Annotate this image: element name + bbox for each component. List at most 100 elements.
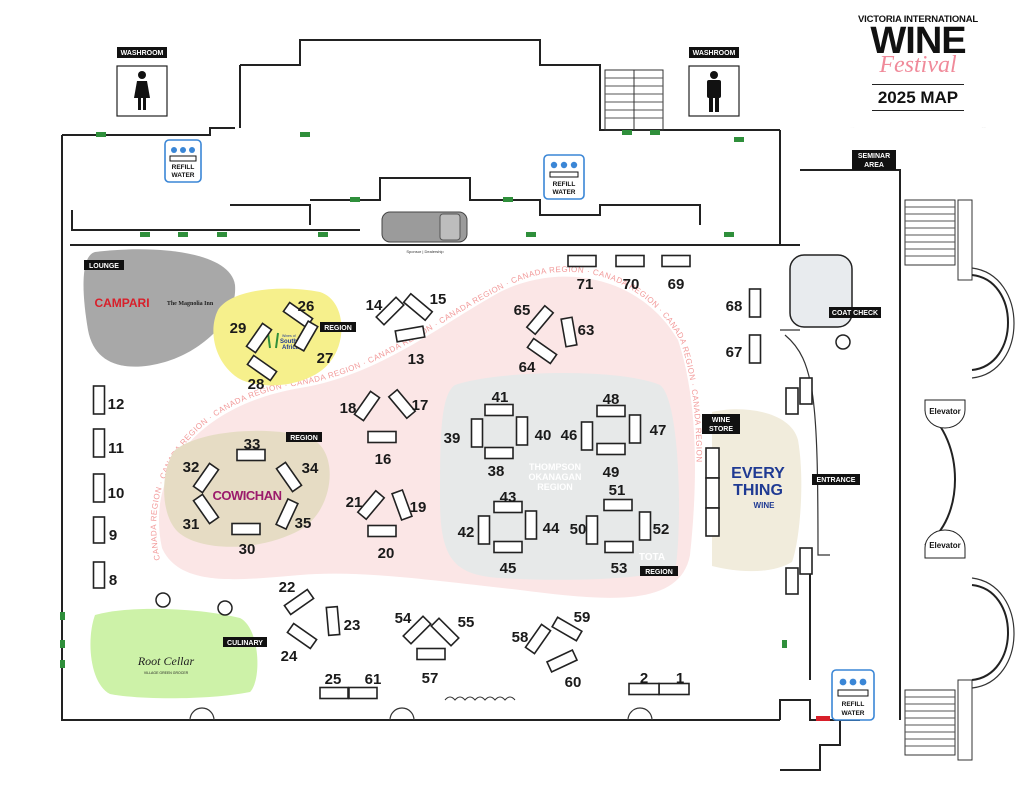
table-shape[interactable]	[367, 524, 397, 538]
vendor-table-53[interactable]: 53	[604, 540, 634, 578]
table-shape[interactable]	[356, 489, 386, 521]
table-shape[interactable]	[585, 515, 599, 545]
table-shape[interactable]	[92, 561, 106, 589]
vendor-table-38[interactable]: 38	[484, 446, 514, 481]
vendor-table-69[interactable]: 69	[661, 254, 691, 294]
vendor-table-22[interactable]: 22	[279, 579, 315, 616]
table-shape[interactable]	[353, 390, 381, 422]
vendor-table-40[interactable]: 40	[515, 416, 552, 446]
vendor-table-48[interactable]: 48	[596, 391, 626, 418]
vendor-table-54[interactable]: 54	[395, 610, 432, 645]
table-shape[interactable]	[325, 605, 341, 637]
table-shape[interactable]	[416, 647, 446, 661]
vendor-table-17[interactable]: 17	[387, 388, 429, 420]
vendor-table-35[interactable]: 35	[275, 497, 311, 532]
vendor-table-44[interactable]: 44	[524, 510, 560, 540]
vendor-table-31[interactable]: 31	[183, 493, 220, 533]
vendor-table-24[interactable]: 24	[281, 622, 318, 665]
vendor-table-41[interactable]: 41	[484, 389, 514, 417]
table-shape[interactable]	[560, 316, 578, 348]
table-shape[interactable]	[524, 623, 552, 655]
table-shape[interactable]	[402, 615, 432, 645]
table-shape[interactable]	[367, 430, 397, 444]
table-shape[interactable]	[92, 385, 106, 415]
vendor-table-11[interactable]: 11	[92, 428, 124, 458]
table-shape[interactable]	[283, 588, 315, 616]
vendor-table-34[interactable]: 34	[275, 460, 319, 493]
vendor-table-13[interactable]: 13	[394, 325, 426, 368]
table-shape[interactable]	[387, 388, 417, 420]
vendor-table-64[interactable]: 64	[519, 337, 558, 376]
vendor-table-9[interactable]: 9	[92, 516, 118, 544]
vendor-table-23[interactable]: 23	[325, 605, 360, 637]
vendor-table-8[interactable]: 8	[92, 561, 118, 589]
table-shape[interactable]	[748, 288, 762, 318]
vendor-table-1[interactable]: 1	[658, 670, 690, 696]
vendor-table-58[interactable]: 58	[512, 623, 552, 655]
vendor-table-68[interactable]: 68	[726, 288, 762, 318]
table-shape[interactable]	[628, 414, 642, 444]
table-shape[interactable]	[525, 304, 555, 336]
table-shape[interactable]	[286, 622, 318, 650]
vendor-table-27[interactable]: 27	[293, 320, 333, 367]
table-shape[interactable]	[515, 416, 529, 446]
table-shape[interactable]	[245, 322, 273, 354]
vendor-table-47[interactable]: 47	[628, 414, 667, 444]
table-shape[interactable]	[661, 254, 691, 268]
table-shape[interactable]	[551, 616, 583, 642]
vendor-table-52[interactable]: 52	[638, 511, 670, 541]
table-shape[interactable]	[92, 473, 106, 503]
vendor-table-57[interactable]: 57	[416, 647, 446, 688]
vendor-table-33[interactable]: 33	[236, 436, 266, 462]
table-shape[interactable]	[596, 442, 626, 456]
table-shape[interactable]	[628, 682, 660, 696]
table-shape[interactable]	[275, 497, 299, 531]
table-shape[interactable]	[596, 404, 626, 418]
table-shape[interactable]	[402, 292, 434, 322]
table-shape[interactable]	[348, 686, 378, 700]
table-shape[interactable]	[524, 510, 538, 540]
vendor-table-67[interactable]: 67	[726, 334, 762, 364]
vendor-table-29[interactable]: 29	[230, 320, 273, 354]
table-shape[interactable]	[545, 649, 579, 673]
vendor-table-18[interactable]: 18	[340, 390, 381, 422]
table-shape[interactable]	[275, 461, 303, 493]
table-shape[interactable]	[192, 462, 220, 494]
table-shape[interactable]	[484, 446, 514, 460]
vendor-table-20[interactable]: 20	[367, 524, 397, 563]
vendor-table-10[interactable]: 10	[92, 473, 125, 503]
vendor-table-55[interactable]: 55	[430, 614, 474, 647]
vendor-table-63[interactable]: 63	[560, 316, 594, 348]
vendor-table-28[interactable]: 28	[246, 354, 278, 393]
vendor-table-21[interactable]: 21	[346, 489, 386, 521]
table-shape[interactable]	[748, 334, 762, 364]
table-shape[interactable]	[603, 498, 633, 512]
vendor-table-25[interactable]: 25	[319, 671, 349, 700]
table-shape[interactable]	[493, 540, 523, 554]
vendor-table-12[interactable]: 12	[92, 385, 125, 415]
vendor-table-61[interactable]: 61	[348, 671, 381, 700]
table-shape[interactable]	[293, 320, 319, 352]
table-shape[interactable]	[484, 403, 514, 417]
table-shape[interactable]	[430, 617, 460, 647]
table-shape[interactable]	[470, 418, 484, 448]
vendor-table-43[interactable]: 43	[493, 489, 523, 514]
table-shape[interactable]	[604, 540, 634, 554]
table-shape[interactable]	[493, 500, 523, 514]
vendor-table-30[interactable]: 30	[231, 522, 261, 559]
vendor-table-60[interactable]: 60	[545, 649, 581, 691]
vendor-table-51[interactable]: 51	[603, 482, 633, 512]
table-shape[interactable]	[246, 354, 278, 382]
vendor-table-2[interactable]: 2	[628, 670, 660, 696]
table-shape[interactable]	[192, 493, 220, 525]
vendor-table-71[interactable]: 71	[567, 254, 597, 294]
table-shape[interactable]	[319, 686, 349, 700]
table-shape[interactable]	[375, 296, 405, 326]
table-shape[interactable]	[92, 428, 106, 458]
vendor-table-32[interactable]: 32	[183, 459, 220, 494]
table-shape[interactable]	[567, 254, 597, 268]
vendor-table-65[interactable]: 65	[514, 302, 555, 336]
table-shape[interactable]	[477, 515, 491, 545]
vendor-table-50[interactable]: 50	[570, 515, 599, 545]
table-shape[interactable]	[394, 325, 426, 343]
